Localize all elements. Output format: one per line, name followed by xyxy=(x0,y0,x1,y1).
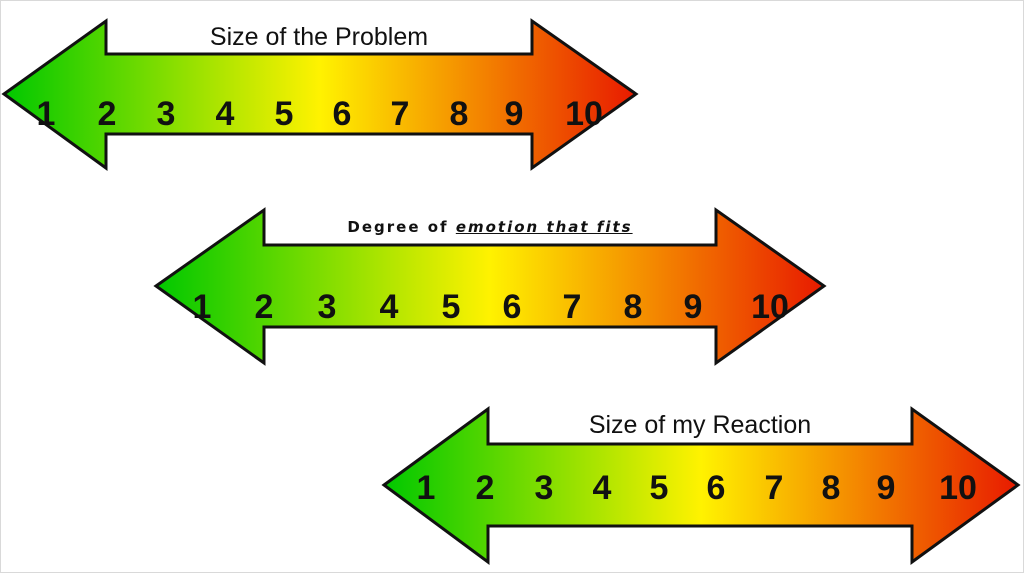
scale-number-7: 7 xyxy=(562,288,582,326)
double-arrow-body xyxy=(153,207,827,366)
scale-number-7: 7 xyxy=(764,469,784,507)
scale-number-9: 9 xyxy=(683,288,703,326)
double-arrow-body xyxy=(381,406,1021,565)
scale-number-3: 3 xyxy=(317,288,337,326)
scale-number-5: 5 xyxy=(441,288,461,326)
double-arrow-shape xyxy=(153,207,827,366)
double-arrow-shape xyxy=(1,18,639,171)
title-text: Degree of xyxy=(347,218,456,236)
scale-number-6: 6 xyxy=(706,469,726,507)
title-emphasis-text: emotion that fits xyxy=(455,218,633,236)
scale-number-10: 10 xyxy=(751,288,789,326)
scale-number-4: 4 xyxy=(379,288,399,326)
scale-number-1: 1 xyxy=(192,288,212,326)
scale-number-8: 8 xyxy=(449,95,469,133)
scale-title: Size of the Problem xyxy=(106,18,532,56)
scale-number-9: 9 xyxy=(876,469,896,507)
scale-number-6: 6 xyxy=(332,95,352,133)
scale-number-7: 7 xyxy=(390,95,410,133)
scale-number-3: 3 xyxy=(156,95,176,133)
scale-number-2: 2 xyxy=(97,95,117,133)
scale-number-5: 5 xyxy=(274,95,294,133)
scale-number-2: 2 xyxy=(254,288,274,326)
scale-number-10: 10 xyxy=(565,95,603,133)
scale-number-1: 1 xyxy=(36,95,56,133)
scale-number-1: 1 xyxy=(416,469,436,507)
title-text: Size of my Reaction xyxy=(588,411,812,439)
scale-size-of-reaction: Size of my Reaction 1 2 3 4 5 6 7 8 9 10 xyxy=(381,406,1024,576)
scale-title: Size of my Reaction xyxy=(488,406,912,444)
double-arrow-body xyxy=(1,18,639,171)
double-arrow-shape xyxy=(381,406,1021,565)
scale-number-2: 2 xyxy=(475,469,495,507)
scale-number-4: 4 xyxy=(215,95,235,133)
scale-number-9: 9 xyxy=(504,95,524,133)
title-text: Size of the Problem xyxy=(209,23,429,51)
scale-number-5: 5 xyxy=(649,469,669,507)
scale-number-10: 10 xyxy=(939,469,977,507)
scale-number-8: 8 xyxy=(623,288,643,326)
scale-degree-of-emotion: Degree of emotion that fits 1 2 3 4 5 6 … xyxy=(153,207,827,377)
scale-number-3: 3 xyxy=(534,469,554,507)
scale-number-4: 4 xyxy=(592,469,612,507)
scale-size-of-problem: Size of the Problem 1 2 3 4 5 6 7 8 9 10 xyxy=(1,18,644,188)
scale-number-6: 6 xyxy=(502,288,522,326)
scale-title: Degree of emotion that fits xyxy=(264,207,716,245)
scale-number-8: 8 xyxy=(821,469,841,507)
